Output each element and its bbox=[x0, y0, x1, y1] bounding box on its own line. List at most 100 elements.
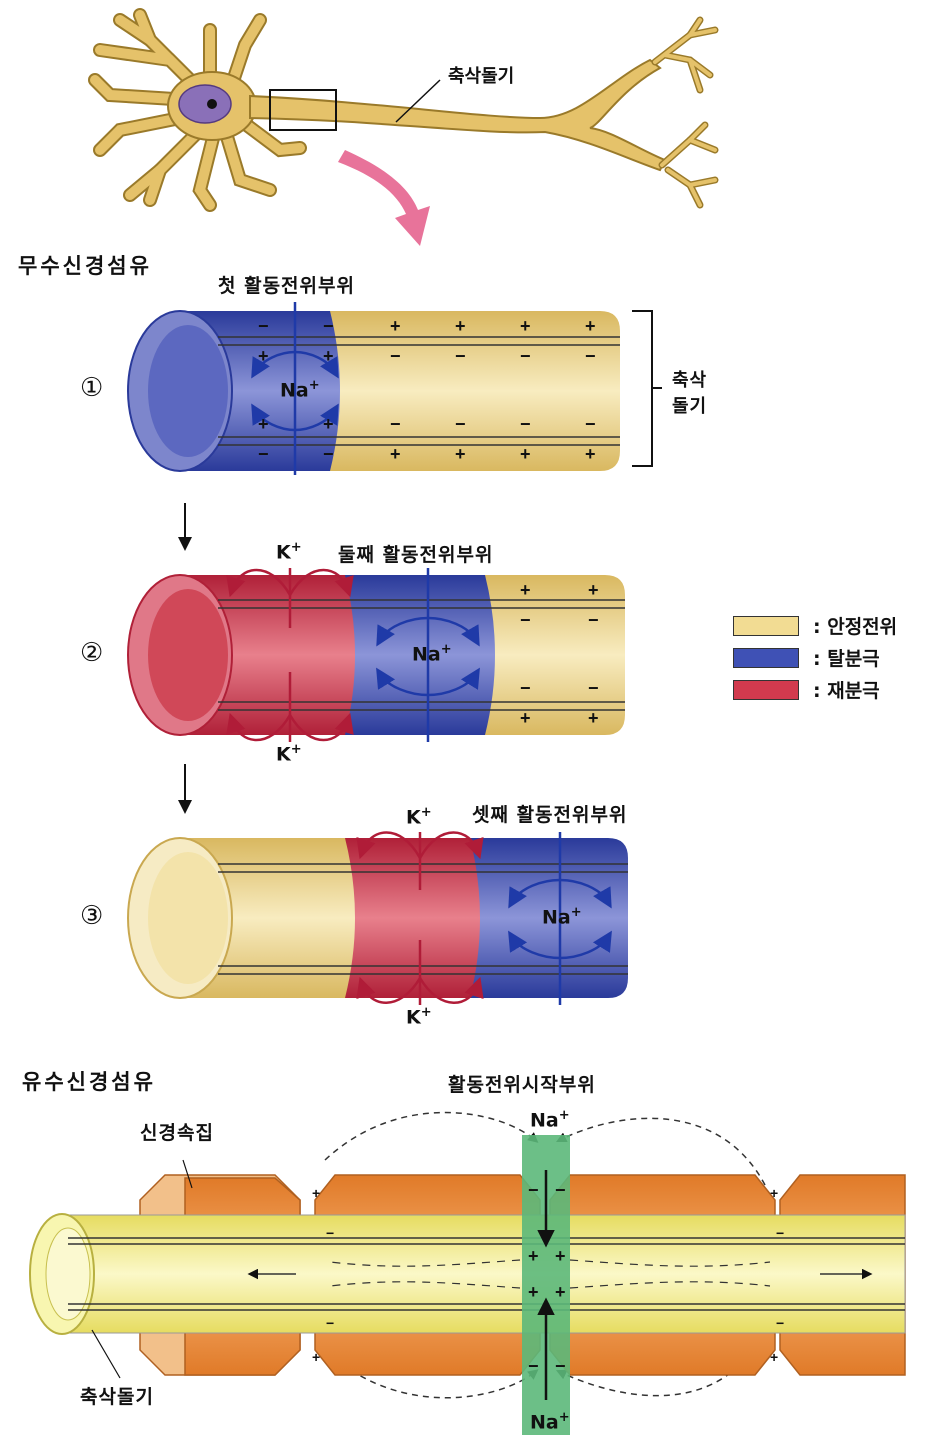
svg-text:−: − bbox=[776, 1225, 784, 1241]
svg-text:−: − bbox=[258, 444, 269, 464]
svg-text:+: + bbox=[520, 580, 531, 600]
svg-text:−: − bbox=[326, 1225, 334, 1241]
svg-text:+: + bbox=[258, 414, 269, 434]
svg-text:−: − bbox=[776, 1315, 784, 1331]
svg-text:−: − bbox=[326, 1315, 334, 1331]
svg-text:−: − bbox=[528, 1356, 539, 1376]
svg-text:−: − bbox=[588, 678, 599, 698]
panel-2-site-label: 둘째 활동전위부위 bbox=[338, 544, 494, 566]
panel-1-number: ① bbox=[80, 373, 104, 403]
svg-text:+: + bbox=[258, 346, 269, 366]
myelinated-title: 유수신경섬유 bbox=[22, 1070, 156, 1094]
axon bbox=[249, 58, 667, 172]
myelinated-charges: −− ++ ++ −− ++ ++ −− −− bbox=[312, 1180, 784, 1376]
svg-text:−: − bbox=[323, 444, 334, 464]
panel-2-k-ion-top: K+ bbox=[276, 540, 302, 564]
panel-2-membrane-lines bbox=[218, 599, 625, 711]
axon-leader-line bbox=[395, 79, 441, 123]
svg-text:+: + bbox=[390, 444, 401, 464]
panel-3-na-ion: Na+ bbox=[542, 905, 582, 929]
legend-label-depolarized: : 탈분극 bbox=[813, 648, 880, 670]
panel-1: −− ++++ ++ −−−− ++ −−−− −− ++++ bbox=[127, 302, 662, 475]
svg-text:−: − bbox=[520, 678, 531, 698]
myelinated-na-ion-top: Na+ bbox=[530, 1108, 570, 1132]
legend-swatch-resting bbox=[733, 616, 799, 636]
svg-text:+: + bbox=[520, 444, 531, 464]
axon-label: 축삭돌기 bbox=[448, 66, 515, 87]
svg-text:−: − bbox=[520, 346, 531, 366]
panel-2: + + − − − − + + bbox=[127, 568, 625, 742]
legend-swatch-repolarized bbox=[733, 680, 799, 700]
svg-text:−: − bbox=[528, 1180, 539, 1200]
panel-1-inner-face bbox=[148, 325, 228, 457]
svg-text:−: − bbox=[455, 346, 466, 366]
panel-3 bbox=[127, 831, 628, 1005]
svg-text:+: + bbox=[770, 1349, 778, 1365]
zoom-arrow bbox=[338, 150, 430, 246]
sheath-leader-line bbox=[182, 1159, 193, 1189]
svg-text:+: + bbox=[588, 580, 599, 600]
panel-3-membrane-lines bbox=[218, 863, 628, 975]
neuron-illustration bbox=[88, 8, 719, 246]
svg-text:+: + bbox=[555, 1246, 566, 1266]
svg-text:−: − bbox=[390, 346, 401, 366]
nucleolus bbox=[207, 99, 217, 109]
panel-1-site-label: 첫 활동전위부위 bbox=[218, 275, 355, 297]
svg-text:−: − bbox=[520, 610, 531, 630]
svg-text:+: + bbox=[585, 444, 596, 464]
svg-text:−: − bbox=[555, 1356, 566, 1376]
zoom-box bbox=[269, 89, 337, 131]
myelinated-axon-label: 축삭돌기 bbox=[80, 1386, 154, 1408]
svg-text:+: + bbox=[312, 1185, 320, 1201]
svg-text:−: − bbox=[258, 316, 269, 336]
panel-2-na-ion: Na+ bbox=[412, 642, 452, 666]
myelinated-na-ion-bottom: Na+ bbox=[530, 1410, 570, 1434]
panel-3-site-label: 셋째 활동전위부위 bbox=[472, 804, 628, 826]
svg-text:+: + bbox=[312, 1349, 320, 1365]
svg-text:−: − bbox=[390, 414, 401, 434]
panel-3-inner-face bbox=[148, 852, 228, 984]
axon-bracket-label-2: 돌기 bbox=[672, 396, 708, 417]
nucleus bbox=[178, 84, 232, 124]
svg-text:−: − bbox=[555, 1180, 566, 1200]
myelinated-fiber: −− ++ ++ −− ++ ++ −− −− bbox=[29, 1111, 906, 1435]
svg-text:−: − bbox=[520, 414, 531, 434]
svg-text:+: + bbox=[585, 316, 596, 336]
myelinated-axon bbox=[59, 1214, 906, 1334]
svg-text:+: + bbox=[528, 1282, 539, 1302]
panel-2-k-ion-bottom: K+ bbox=[276, 742, 302, 766]
svg-text:+: + bbox=[555, 1282, 566, 1302]
svg-text:−: − bbox=[455, 414, 466, 434]
svg-text:+: + bbox=[390, 316, 401, 336]
svg-text:−: − bbox=[585, 414, 596, 434]
svg-text:+: + bbox=[520, 708, 531, 728]
panel-2-resting-segment bbox=[485, 575, 625, 735]
dendrites bbox=[90, 10, 305, 210]
panel-3-number: ③ bbox=[80, 901, 104, 931]
panel-2-number: ② bbox=[80, 638, 104, 668]
legend-label-resting: : 안정전위 bbox=[813, 616, 898, 638]
axon-leader-line-2 bbox=[91, 1329, 121, 1379]
svg-text:+: + bbox=[770, 1185, 778, 1201]
svg-text:−: − bbox=[585, 346, 596, 366]
myelinated-site-label: 활동전위시작부위 bbox=[448, 1074, 596, 1096]
svg-text:+: + bbox=[520, 316, 531, 336]
panel-2-charges: + + − − − − + + bbox=[520, 580, 599, 728]
panel-2-inner-face bbox=[148, 589, 228, 721]
svg-text:−: − bbox=[588, 610, 599, 630]
legend-swatch-depolarized bbox=[733, 648, 799, 668]
sheath-label: 신경속집 bbox=[140, 1122, 214, 1144]
svg-text:+: + bbox=[455, 444, 466, 464]
legend-label-repolarized: : 재분극 bbox=[813, 680, 880, 702]
svg-text:+: + bbox=[323, 346, 334, 366]
svg-text:+: + bbox=[455, 316, 466, 336]
panel-1-membrane-lines bbox=[218, 336, 620, 446]
panel-3-k-ion-top: K+ bbox=[406, 805, 432, 829]
local-currents bbox=[329, 1259, 771, 1289]
panel-3-depolarized-segment bbox=[470, 838, 628, 998]
svg-text:+: + bbox=[588, 708, 599, 728]
panel-3-k-ion-bottom: K+ bbox=[406, 1005, 432, 1029]
svg-text:+: + bbox=[528, 1246, 539, 1266]
